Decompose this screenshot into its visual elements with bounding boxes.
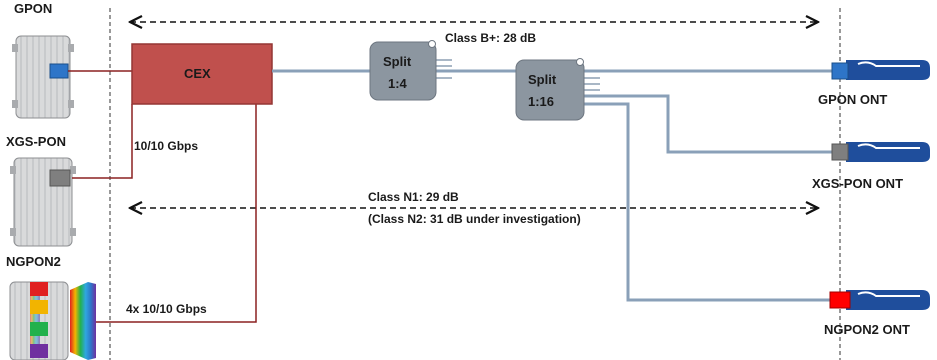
olt-ngpon2-port-green [30, 322, 48, 336]
ont-ngpon2-label: NGPON2 ONT [824, 322, 910, 337]
olt-xgspon-port [49, 169, 71, 187]
ngpon2-rate-label: 4x 10/10 Gbps [126, 302, 207, 316]
splitter-1-4 [369, 40, 437, 101]
ont-xgspon-port [831, 143, 849, 161]
splitter-1-4-line2: 1:4 [388, 76, 408, 91]
class-n1-label: Class N1: 29 dB [368, 190, 459, 204]
cex-box [131, 43, 273, 105]
splitter-1-16-line2: 1:16 [528, 94, 554, 109]
olt-ngpon2-port-purple [30, 344, 48, 358]
fiber-split2-to-xgspon-ont [584, 94, 832, 154]
xgspon-rate-label: 10/10 Gbps [134, 139, 198, 153]
ont-gpon-label: GPON ONT [818, 92, 887, 107]
olt-ngpon2-device [9, 281, 96, 360]
olt-xgspon-label: XGS-PON [6, 134, 66, 149]
fiber-network [272, 69, 832, 302]
splitter-1-16 [515, 58, 585, 121]
class-n2-label: (Class N2: 31 dB under investigation) [368, 212, 581, 226]
olt-ngpon2-mux [70, 282, 96, 360]
ont-xgspon-label: XGS-PON ONT [812, 176, 903, 191]
olt-gpon-label: GPON [14, 1, 52, 16]
olt-ngpon2-port-red [30, 282, 48, 296]
olt-gpon-port [49, 63, 69, 79]
olt-ngpon2-port-yellow [30, 300, 48, 314]
class-bplus-label: Class B+: 28 dB [445, 31, 536, 45]
splitter-1-16-line1: Split [528, 72, 557, 87]
link-ngpon2-olt-to-cex [96, 104, 257, 323]
ont-gpon-port [831, 62, 849, 80]
fiber-split2-to-ngpon2-ont [584, 102, 832, 302]
olt-xgspon-device [10, 157, 76, 247]
olt-gpon-device [12, 35, 74, 119]
ont-ngpon2-port [829, 291, 851, 309]
ont-xgspon-device [831, 142, 930, 162]
ont-gpon-device [831, 60, 930, 80]
ont-ngpon2-device [829, 290, 930, 310]
olt-ngpon2-label: NGPON2 [6, 254, 61, 269]
link-xgspon-olt-to-cex [72, 104, 133, 179]
cex-label: CEX [184, 66, 211, 81]
splitter-1-4-line1: Split [383, 54, 412, 69]
